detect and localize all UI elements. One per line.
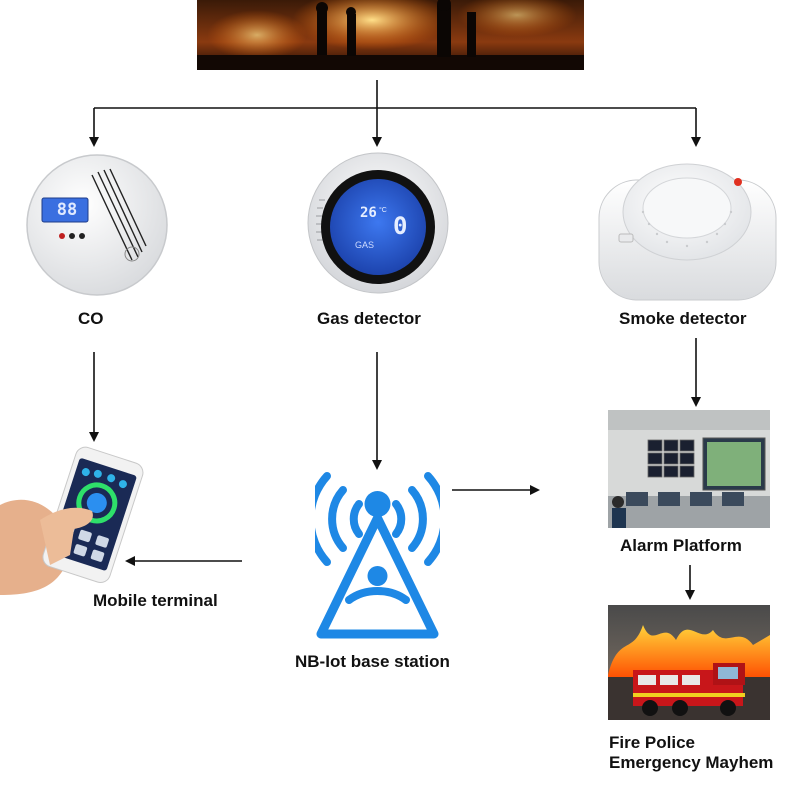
label-mobile-terminal: Mobile terminal [93,591,218,610]
co-lcd-reading: 88 [56,200,78,220]
label-co: CO [78,309,104,328]
mobile-phone-image [0,445,150,595]
gas-sensor-label: GAS [355,240,375,250]
co-detector-image: 88 [22,150,172,300]
label-smoke-detector: Smoke detector [619,309,747,328]
smoke-detector-image [595,150,780,305]
label-fire-line1: Fire Police [609,733,695,752]
label-gas-detector: Gas detector [317,309,421,328]
gas-detector-image: 26 °C 0 GAS [305,150,451,296]
label-base-station: NB-Iot base station [295,652,450,671]
gas-reading: 0 [393,212,408,240]
fire-scene-banner [197,0,584,70]
base-station-tower-icon [315,468,440,640]
label-fire-line2: Emergency Mayhem [609,753,774,772]
gas-temp-unit: °C [379,207,387,214]
fire-emergency-image [608,605,770,720]
gas-temperature: 26 [360,205,377,221]
label-alarm-platform: Alarm Platform [620,536,742,555]
alarm-platform-image [608,410,770,528]
